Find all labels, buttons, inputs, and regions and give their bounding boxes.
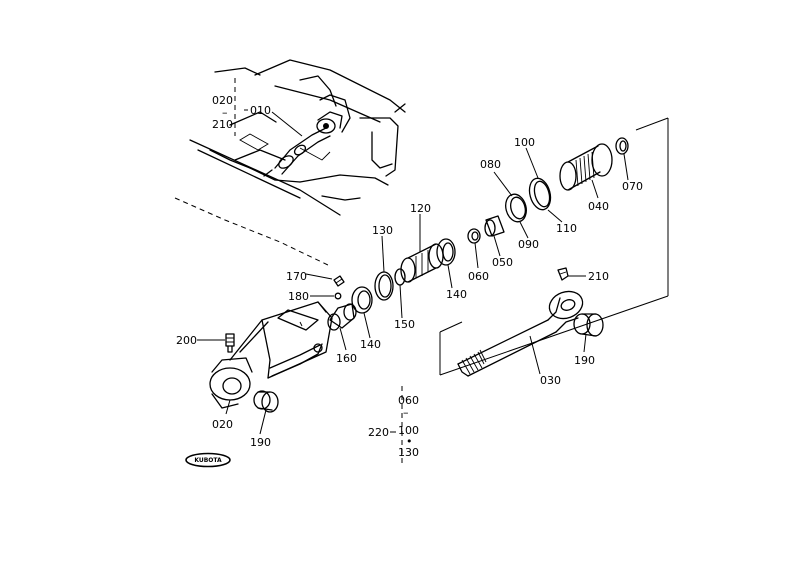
label-020: 020: [212, 418, 233, 431]
label-140-right: 140: [446, 288, 467, 301]
label-080: 080: [480, 158, 501, 171]
label-190-left: 190: [250, 436, 271, 449]
cylinder-head-040: [559, 143, 613, 191]
label-090: 090: [518, 238, 539, 251]
label-220-130: 130: [398, 446, 419, 459]
label-140-left: 140: [360, 338, 381, 351]
label-200: 200: [176, 334, 197, 347]
label-130: 130: [372, 224, 393, 237]
tractor-frame: [189, 59, 406, 216]
label-190-right: 190: [574, 354, 595, 367]
label-220-100: 100: [398, 424, 419, 437]
grease-nipple-200: [225, 333, 235, 353]
label-210-range: 210: [212, 118, 233, 131]
label-150: 150: [394, 318, 415, 331]
piston-rod-030: [457, 290, 584, 377]
ring-070: [615, 137, 629, 155]
grease-nipple-170: [333, 275, 345, 287]
leader-lines: [197, 111, 629, 435]
oring-150: [394, 268, 406, 286]
label-range-sep: –: [222, 106, 228, 119]
label-020-range: 020: [212, 94, 233, 107]
label-070: 070: [622, 180, 643, 193]
ball-180: [334, 292, 342, 300]
label-100: 100: [514, 136, 535, 149]
ring-130: [374, 271, 394, 301]
ring-060: [467, 228, 481, 244]
cylinder-tube-020: [209, 301, 333, 409]
label-180: 180: [288, 290, 309, 303]
label-050: 050: [492, 256, 513, 269]
label-060: 060: [468, 270, 489, 283]
grease-nipple-210: [557, 267, 569, 281]
bushing-190-right: [573, 313, 604, 337]
label-170: 170: [286, 270, 307, 283]
exploded-boundary: [439, 117, 669, 376]
manufacturer-logo: KUBOTA: [185, 452, 231, 468]
ring-080-090: [505, 193, 527, 223]
label-220: 220: [368, 426, 389, 439]
reference-dashed-line: [174, 197, 331, 267]
label-220-060: 060: [398, 394, 419, 407]
label-160: 160: [336, 352, 357, 365]
ring-140-left: [351, 286, 373, 314]
label-220-dot: •: [406, 435, 413, 448]
frame-cylinder-010: [263, 111, 343, 177]
label-220-dash: –: [403, 406, 409, 419]
bushing-050: [484, 215, 505, 237]
label-210: 210: [588, 270, 609, 283]
label-010: 010: [250, 104, 271, 117]
logo-text: KUBOTA: [194, 457, 222, 464]
label-030: 030: [540, 374, 561, 387]
label-120: 120: [410, 202, 431, 215]
part-labels: 020 – 210 010 170 180 200 020 190 160 14…: [176, 94, 643, 459]
label-110: 110: [556, 222, 577, 235]
ring-100-110: [528, 177, 552, 211]
bushing-190-left: [253, 390, 279, 413]
label-040: 040: [588, 200, 609, 213]
ring-140-right: [436, 238, 456, 266]
piston-160: [327, 303, 357, 331]
